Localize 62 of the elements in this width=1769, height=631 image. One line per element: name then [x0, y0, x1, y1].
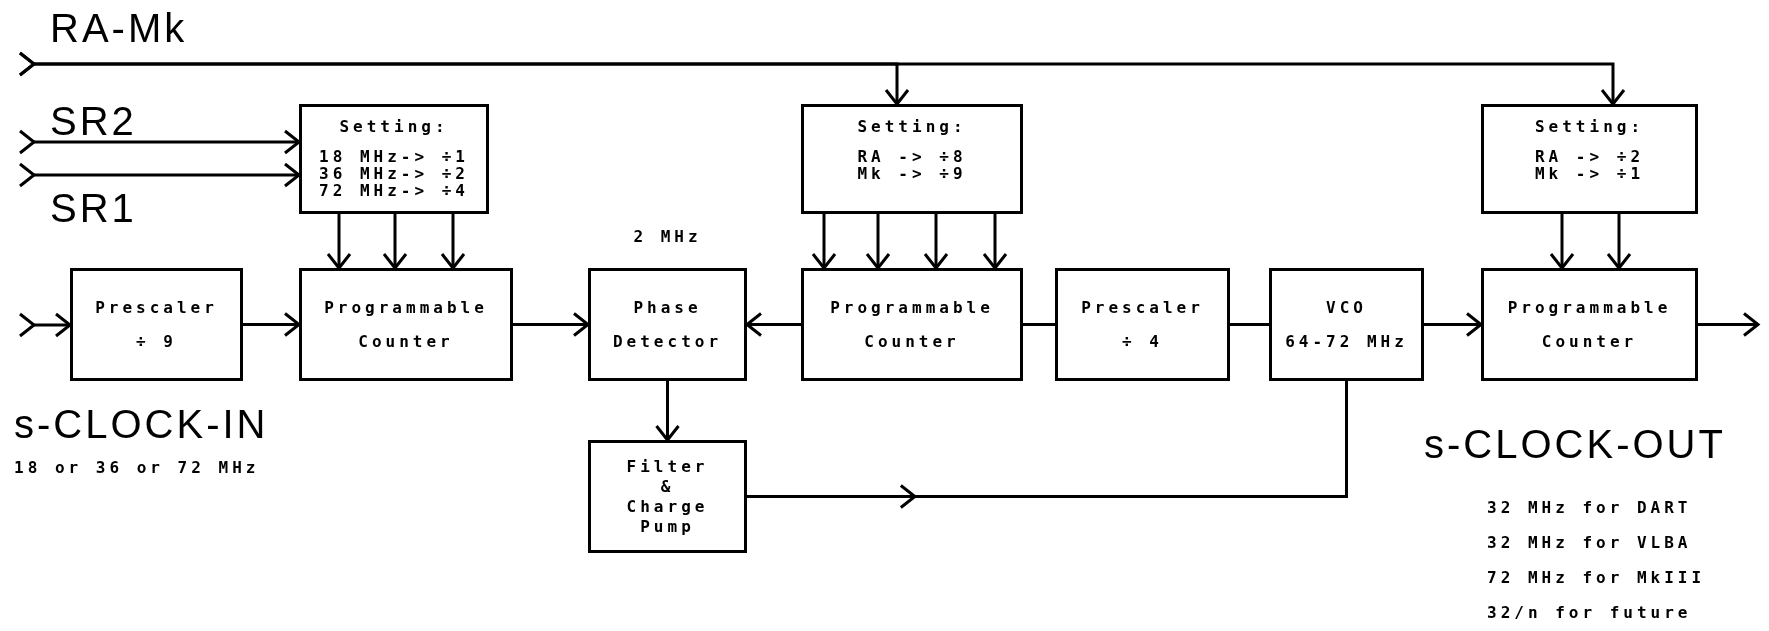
setting-line: 36 MHz-> ÷2: [319, 166, 469, 182]
box-label: ÷ 4: [1122, 333, 1163, 350]
arrow: [18, 162, 301, 188]
arrow: [1424, 312, 1483, 337]
signal-label: RA-Mk: [50, 8, 188, 48]
arrow: [1698, 312, 1760, 337]
arrow: [982, 214, 1008, 270]
setting-line: RA -> ÷8: [857, 149, 967, 165]
box-label: 64-72 MHz: [1285, 333, 1408, 350]
process-box: [299, 268, 513, 381]
box-heading: Setting:: [857, 119, 967, 135]
frequency-note: 32 MHz for VLBA: [1487, 535, 1692, 551]
frequency-note: 32/n for future: [1487, 605, 1692, 621]
arrow: [745, 379, 1348, 509]
arrow: [18, 51, 1626, 106]
arrow: [440, 214, 466, 270]
setting-line: Mk -> ÷1: [1534, 166, 1645, 182]
arrow: [18, 129, 301, 155]
box-label: Phase Detector: [611, 296, 724, 353]
frequency-note: 2 MHz: [633, 229, 702, 245]
setting-line: Mk -> ÷9: [857, 166, 967, 182]
process-box: [1055, 268, 1230, 381]
signal-label: SR1: [50, 188, 137, 228]
box-label: Prescaler: [95, 299, 218, 316]
process-box: [299, 104, 489, 214]
arrow: [326, 214, 352, 270]
process-box: [588, 440, 747, 553]
arrow: [382, 214, 408, 270]
arrow: [811, 214, 837, 270]
setting-line: 18 MHz-> ÷1: [319, 149, 469, 165]
process-box: [801, 268, 1023, 381]
process-box: [801, 104, 1023, 214]
frequency-note: 32 MHz for DART: [1487, 500, 1692, 516]
arrow: [1606, 214, 1632, 270]
setting-line: RA -> ÷2: [1534, 149, 1645, 165]
process-box: [70, 268, 243, 381]
box-label: Programmable Counter: [323, 296, 489, 353]
signal-label: s-CLOCK-IN: [14, 404, 269, 444]
arrow: [513, 312, 590, 337]
box-heading: Setting:: [339, 119, 449, 135]
arrow: [865, 214, 891, 270]
arrow: [1549, 214, 1575, 270]
frequency-note: 18 or 36 or 72 MHz: [14, 460, 260, 476]
box-label: Prescaler: [1081, 299, 1204, 316]
box-heading: Setting:: [1534, 119, 1645, 135]
arrow: [655, 381, 680, 442]
arrow: [745, 312, 801, 337]
signal-label: s-CLOCK-OUT: [1424, 424, 1726, 464]
box-label: Filter & Charge Pump: [625, 456, 710, 537]
box-label: Programmable Counter: [1506, 296, 1673, 353]
process-box: [1481, 268, 1698, 381]
arrow: [243, 312, 301, 337]
process-box: [1481, 104, 1698, 214]
signal-label: SR2: [50, 101, 137, 141]
arrow: [18, 312, 72, 338]
frequency-note: 72 MHz for MkIII: [1487, 570, 1706, 586]
box-label: VCO: [1326, 299, 1367, 316]
box-label: ÷ 9: [136, 333, 177, 350]
process-box: [1269, 268, 1424, 381]
setting-line: 72 MHz-> ÷4: [319, 183, 469, 199]
arrow: [923, 214, 949, 270]
box-label: Programmable Counter: [829, 296, 995, 353]
